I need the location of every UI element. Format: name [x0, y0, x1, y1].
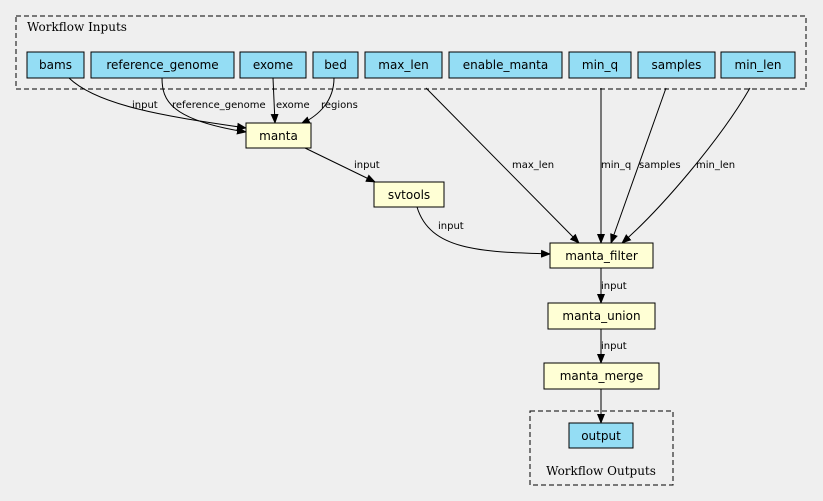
input-node-samples[interactable]: samples	[637, 51, 716, 79]
svg-text:manta_union: manta_union	[562, 309, 640, 323]
svg-text:manta_merge: manta_merge	[560, 369, 644, 383]
workflow-outputs-title: Workflow Outputs	[546, 464, 656, 478]
svg-text:max_len: max_len	[378, 58, 428, 72]
output-node-output[interactable]: output	[568, 422, 634, 449]
svg-text:svtools: svtools	[388, 188, 430, 202]
step-node-manta-union[interactable]: manta_union	[547, 302, 656, 330]
edge-samples-manta-filter	[610, 87, 667, 244]
edge-bed-manta	[300, 77, 335, 125]
edge-bams-manta	[68, 77, 247, 131]
input-node-bed[interactable]: bed	[312, 51, 359, 79]
svg-text:bams: bams	[39, 58, 72, 72]
svg-text:exome: exome	[253, 58, 293, 72]
edge-labels: input reference_genome exome regions inp…	[132, 100, 735, 352]
input-node-enable-manta[interactable]: enable_manta	[448, 51, 563, 79]
edge-label-reference-genome-manta: reference_genome	[172, 100, 266, 111]
svg-text:output: output	[581, 429, 621, 443]
edge-label-samples-manta-filter: samples	[639, 160, 681, 171]
step-nodes: manta svtools manta_filter manta_union m…	[245, 122, 660, 390]
input-node-bams[interactable]: bams	[26, 51, 85, 79]
edge-svtools-manta-filter	[416, 206, 551, 258]
workflow-inputs-title: Workflow Inputs	[27, 20, 127, 34]
svg-text:bed: bed	[324, 58, 347, 72]
edge-label-svtools-manta-filter: input	[438, 221, 464, 232]
svg-text:reference_genome: reference_genome	[106, 58, 218, 72]
workflow-inputs-cluster: Workflow Inputs	[15, 15, 807, 90]
step-node-manta[interactable]: manta	[245, 122, 312, 149]
edges	[68, 77, 751, 424]
step-node-manta-merge[interactable]: manta_merge	[543, 362, 660, 390]
step-node-svtools[interactable]: svtools	[373, 181, 445, 208]
input-node-reference-genome[interactable]: reference_genome	[90, 51, 235, 79]
input-node-min-len[interactable]: min_len	[720, 51, 796, 79]
edge-max-len-manta-filter	[425, 87, 580, 244]
edge-min-len-manta-filter	[621, 87, 751, 244]
svg-text:enable_manta: enable_manta	[463, 58, 548, 72]
input-node-min-q[interactable]: min_q	[568, 51, 632, 79]
edge-manta-svtools	[304, 147, 376, 183]
edge-label-min-q-manta-filter: min_q	[601, 160, 631, 171]
svg-text:min_len: min_len	[735, 58, 782, 72]
svg-text:samples: samples	[652, 58, 702, 72]
workflow-outputs-cluster: Workflow Outputs	[529, 410, 674, 486]
edge-exome-manta	[270, 77, 279, 124]
edge-label-manta-union-manta-merge: input	[601, 341, 627, 352]
edge-label-max-len-manta-filter: max_len	[512, 160, 554, 171]
edge-label-bed-manta: regions	[321, 100, 358, 111]
edge-label-exome-manta: exome	[276, 100, 310, 111]
svg-text:manta_filter: manta_filter	[565, 249, 638, 263]
edge-label-manta-filter-manta-union: input	[601, 281, 627, 292]
input-nodes: bams reference_genome exome bed max_len …	[26, 51, 796, 79]
edge-label-manta-svtools: input	[354, 160, 380, 171]
step-node-manta-filter[interactable]: manta_filter	[549, 242, 654, 269]
edge-reference-genome-manta	[161, 77, 247, 135]
edge-label-min-len-manta-filter: min_len	[696, 160, 735, 171]
input-node-max-len[interactable]: max_len	[364, 51, 443, 79]
svg-text:min_q: min_q	[582, 58, 618, 72]
edge-label-bams-manta: input	[132, 100, 158, 111]
input-node-exome[interactable]: exome	[239, 51, 307, 79]
svg-text:manta: manta	[259, 129, 298, 143]
